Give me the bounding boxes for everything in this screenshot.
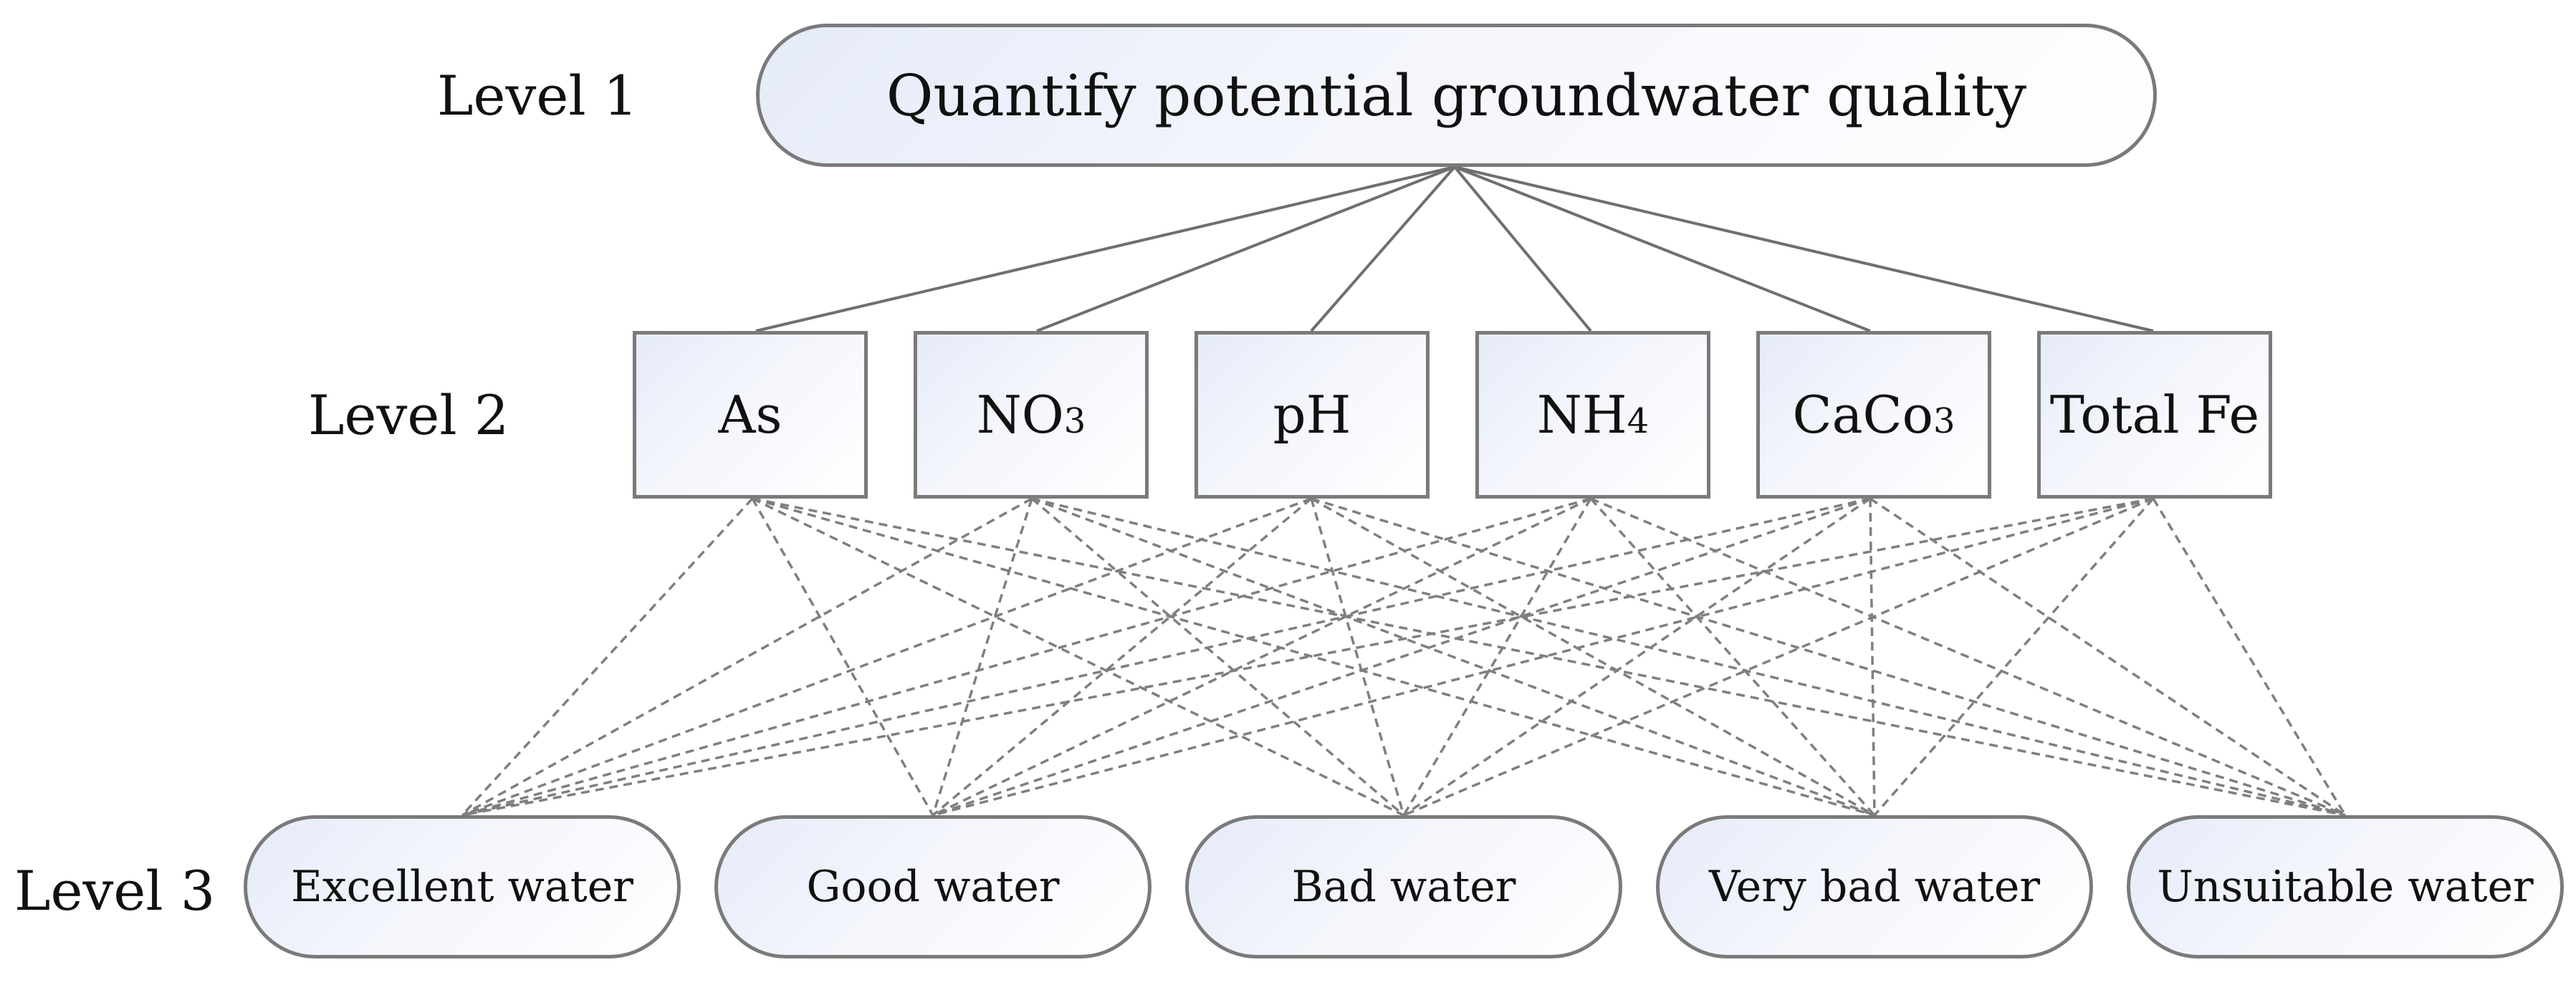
criterion-6-to-alternative-1-line — [461, 497, 2154, 817]
criterion-4-to-alternative-3-line — [1402, 498, 1592, 816]
criterion-4-to-alternative-1-line — [461, 497, 1591, 817]
alternative-label: Very bad water — [1708, 862, 2041, 912]
criterion-1-to-alternative-5-line — [752, 497, 2346, 817]
criterion-3-to-alternative-5-line — [1311, 497, 2346, 817]
level-3-label: Level 3 — [14, 859, 216, 923]
criterion-1-to-alternative-1-line — [461, 497, 754, 817]
criterion-1-to-alternative-2-line — [751, 498, 934, 816]
criterion-1-to-alternative-4-line — [752, 497, 1875, 817]
criterion-node-as: As — [633, 331, 868, 499]
criterion-label: NO3 — [976, 384, 1086, 445]
alternative-node-bad: Bad water — [1185, 815, 1622, 958]
criterion-1-to-alternative-3-line — [752, 497, 1404, 817]
alternative-node-unsuitable: Unsuitable water — [2127, 815, 2564, 958]
criterion-node-nh4: NH4 — [1475, 331, 1710, 499]
goal-to-criterion-line-5 — [1454, 165, 1871, 332]
criterion-2-to-alternative-4-line — [1031, 497, 1875, 817]
criterion-label: As — [718, 384, 782, 445]
criterion-5-to-alternative-2-line — [932, 497, 1871, 817]
criterion-6-to-alternative-5-line — [2152, 498, 2347, 816]
goal-to-criterion-line-6 — [1454, 165, 2154, 332]
criterion-2-to-alternative-2-line — [932, 498, 1033, 816]
alternative-node-excellent: Excellent water — [244, 815, 681, 958]
alternative-label: Good water — [806, 862, 1060, 912]
alternative-label: Unsuitable water — [2157, 862, 2534, 912]
criterion-label: pH — [1273, 384, 1351, 445]
criterion-2-to-alternative-3-line — [1030, 497, 1405, 817]
goal-to-criterion-line-3 — [1310, 165, 1456, 332]
level-2-label: Level 2 — [308, 383, 509, 447]
goal-to-criterion-line-4 — [1453, 165, 1592, 332]
goal-to-criterion-line-2 — [1036, 165, 1455, 332]
criterion-6-to-alternative-3-line — [1403, 497, 2154, 817]
criterion-5-to-alternative-5-line — [1869, 497, 2346, 817]
criterion-4-to-alternative-2-line — [932, 497, 1591, 817]
goal-node: Quantify potential groundwater quality — [756, 24, 2157, 167]
criterion-node-ph: pH — [1194, 331, 1430, 499]
criterion-2-to-alternative-1-line — [461, 497, 1033, 817]
criterion-label: NH4 — [1536, 384, 1649, 445]
criterion-5-to-alternative-4-line — [1869, 498, 1876, 816]
criteria-to-alternatives-lines — [461, 497, 2347, 817]
criterion-3-to-alternative-1-line — [461, 497, 1312, 817]
alternative-label: Bad water — [1291, 862, 1516, 912]
criterion-node-total-fe: Total Fe — [2037, 331, 2272, 499]
criterion-3-to-alternative-4-line — [1311, 497, 1875, 817]
alternative-node-good: Good water — [714, 815, 1151, 958]
criterion-label: Total Fe — [2049, 384, 2260, 445]
criterion-6-to-alternative-2-line — [932, 497, 2154, 817]
alternative-node-very-bad: Very bad water — [1656, 815, 2093, 958]
criterion-node-caco3: CaCo3 — [1756, 331, 1991, 499]
criterion-node-no3: NO3 — [914, 331, 1149, 499]
criterion-5-to-alternative-3-line — [1403, 497, 1871, 817]
criterion-3-to-alternative-3-line — [1310, 498, 1405, 816]
alternative-label: Excellent water — [291, 862, 633, 912]
goal-to-criteria-lines — [755, 165, 2154, 332]
criterion-5-to-alternative-1-line — [461, 497, 1871, 817]
criterion-2-to-alternative-5-line — [1031, 497, 2346, 817]
goal-label: Quantify potential groundwater quality — [886, 62, 2027, 129]
criterion-3-to-alternative-2-line — [932, 497, 1313, 817]
criterion-label: CaCo3 — [1792, 384, 1955, 445]
criterion-6-to-alternative-4-line — [1873, 497, 2155, 817]
goal-to-criterion-line-1 — [755, 165, 1455, 332]
level-1-label: Level 1 — [437, 64, 638, 128]
